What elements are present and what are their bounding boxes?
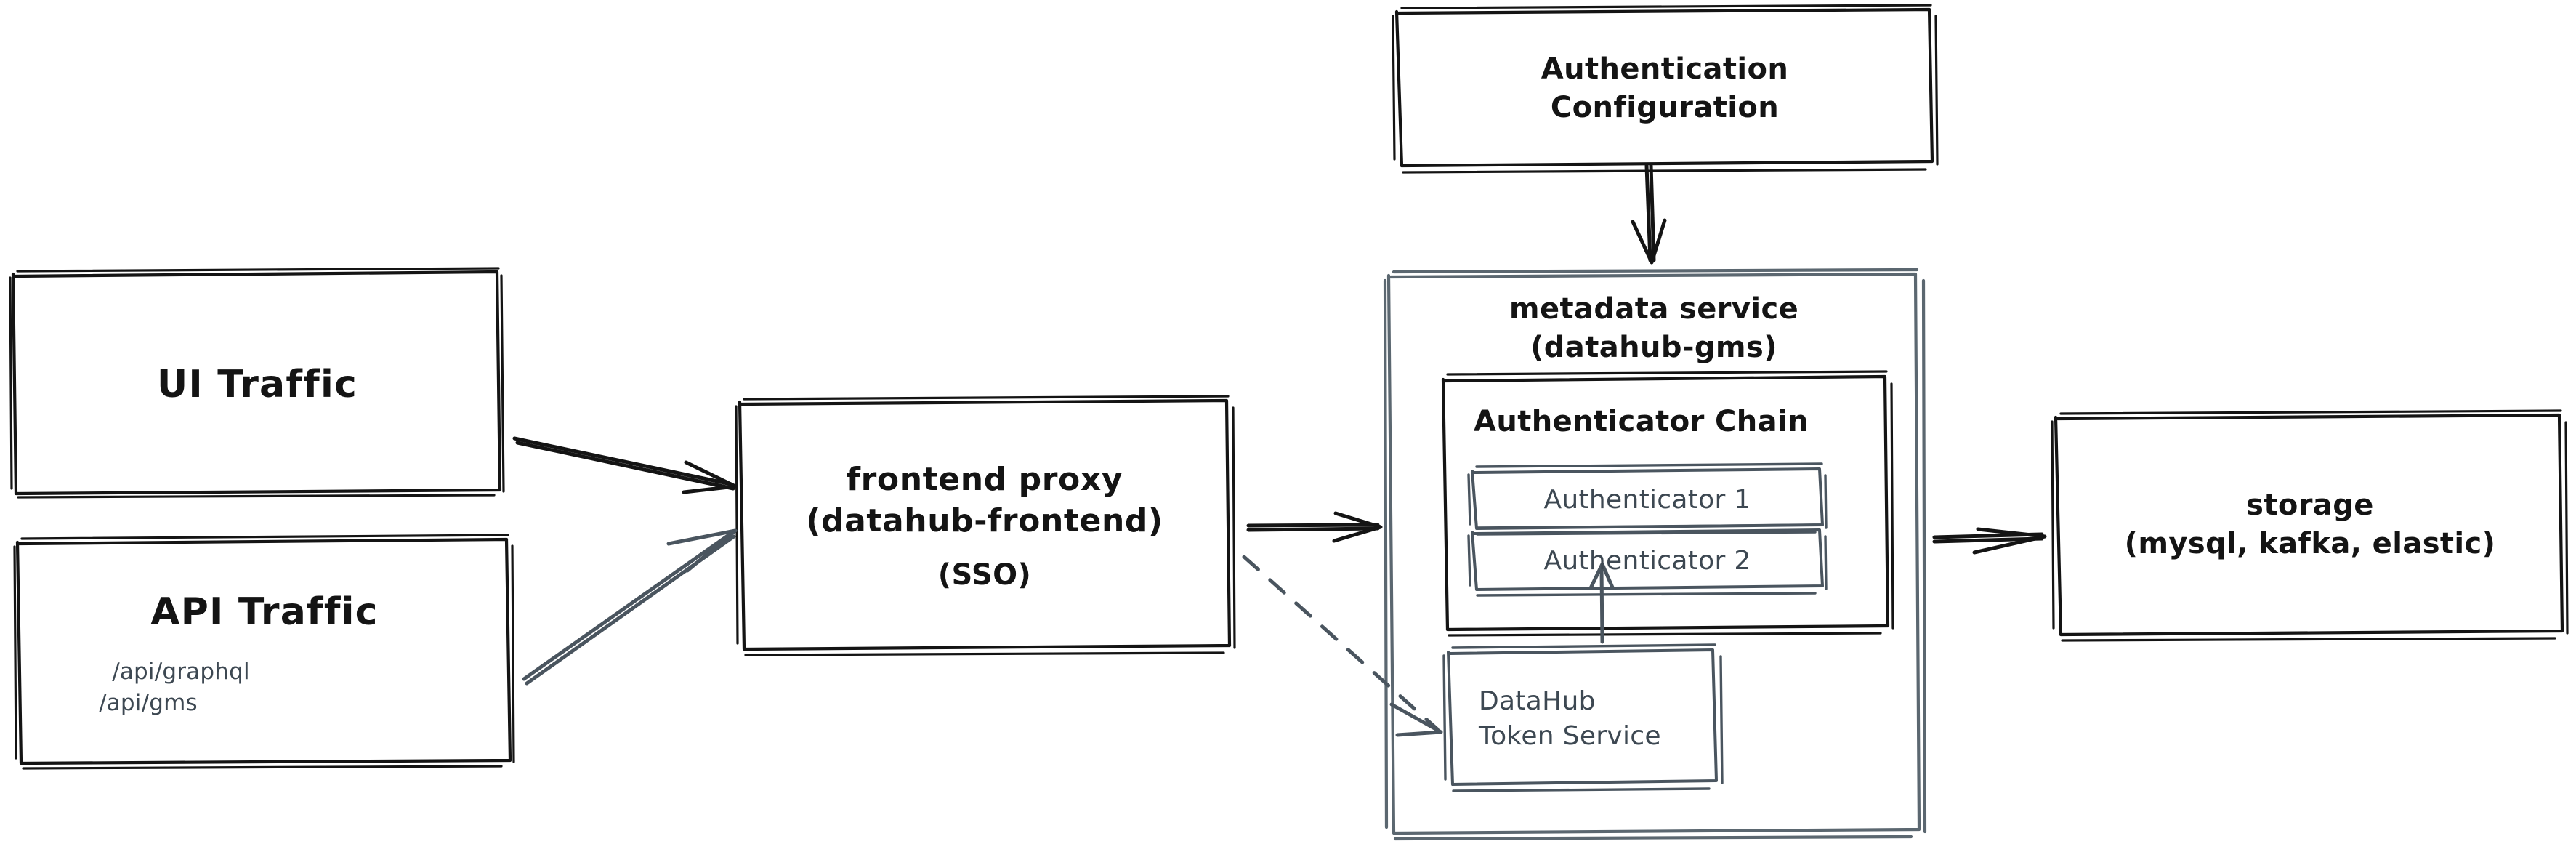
ui-traffic-box-outline[interactable] [9,267,505,499]
arrow-frontend-proxy-to-token-service [1242,555,1443,737]
auth-config-box-outline[interactable] [1392,4,1939,174]
api-traffic-box-outline[interactable] [13,534,515,770]
storage-box-outline[interactable] [2051,409,2569,642]
token-service-box-outline[interactable] [1442,643,1724,792]
arrow-ui-traffic-to-frontend-proxy [512,436,738,494]
arrow-metadata-service-to-storage [1932,527,2047,555]
authenticator-1-box-outline[interactable] [1467,462,1828,536]
authenticator-2-box-outline[interactable] [1467,523,1828,597]
arrow-token-service-to-authenticator-chain [1588,562,1615,644]
arrow-frontend-proxy-to-metadata-service [1246,511,1383,543]
authenticator-chain-box-outline[interactable] [1441,370,1894,637]
frontend-proxy-box-outline[interactable] [735,395,1236,656]
arrow-api-traffic-to-frontend-proxy [522,528,738,686]
metadata-service-box-outline[interactable] [1383,268,1927,841]
arrow-auth-config-to-metadata-service [1631,164,1667,265]
